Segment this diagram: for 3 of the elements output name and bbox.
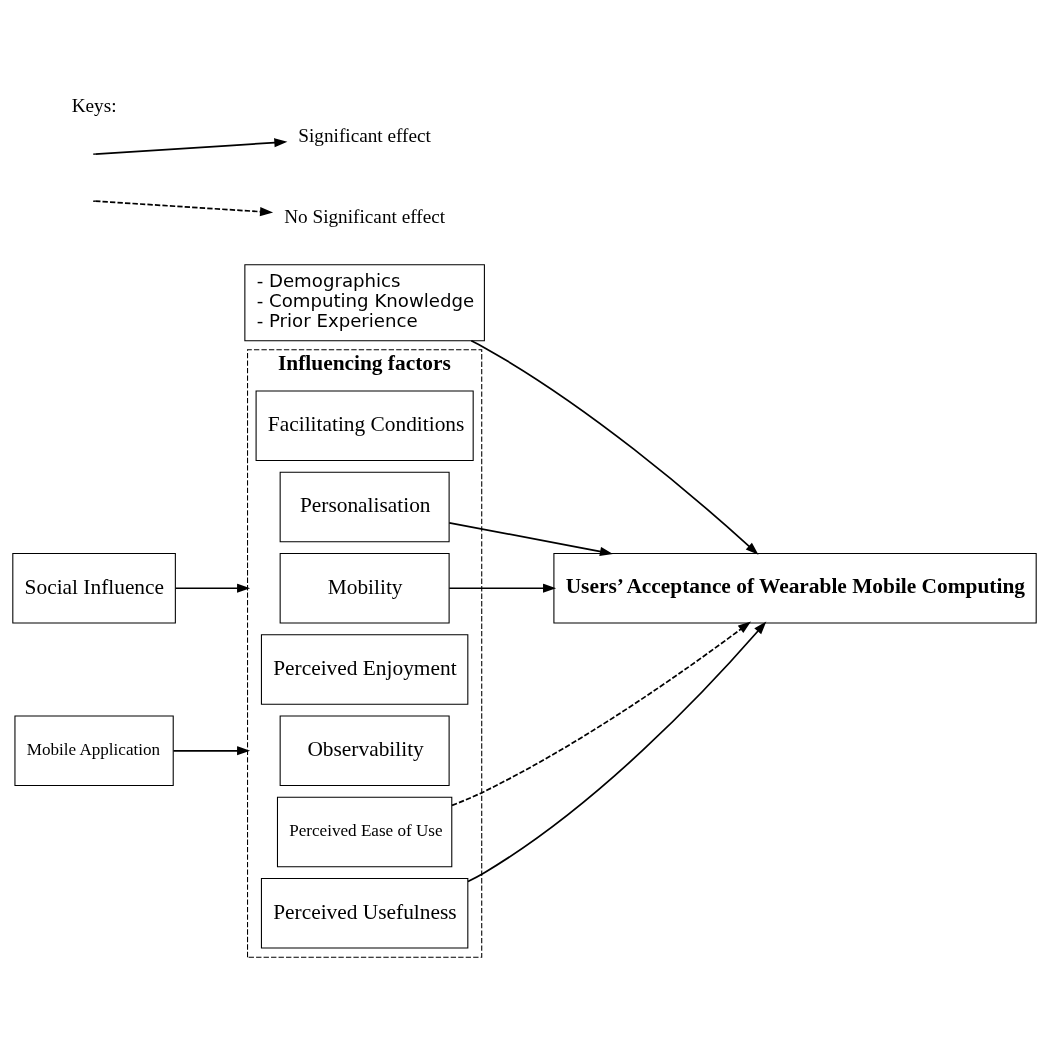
legend-label: No Significant effect: [284, 205, 446, 227]
legend-label: Significant effect: [298, 124, 431, 146]
label: Keys:: [71, 94, 117, 116]
